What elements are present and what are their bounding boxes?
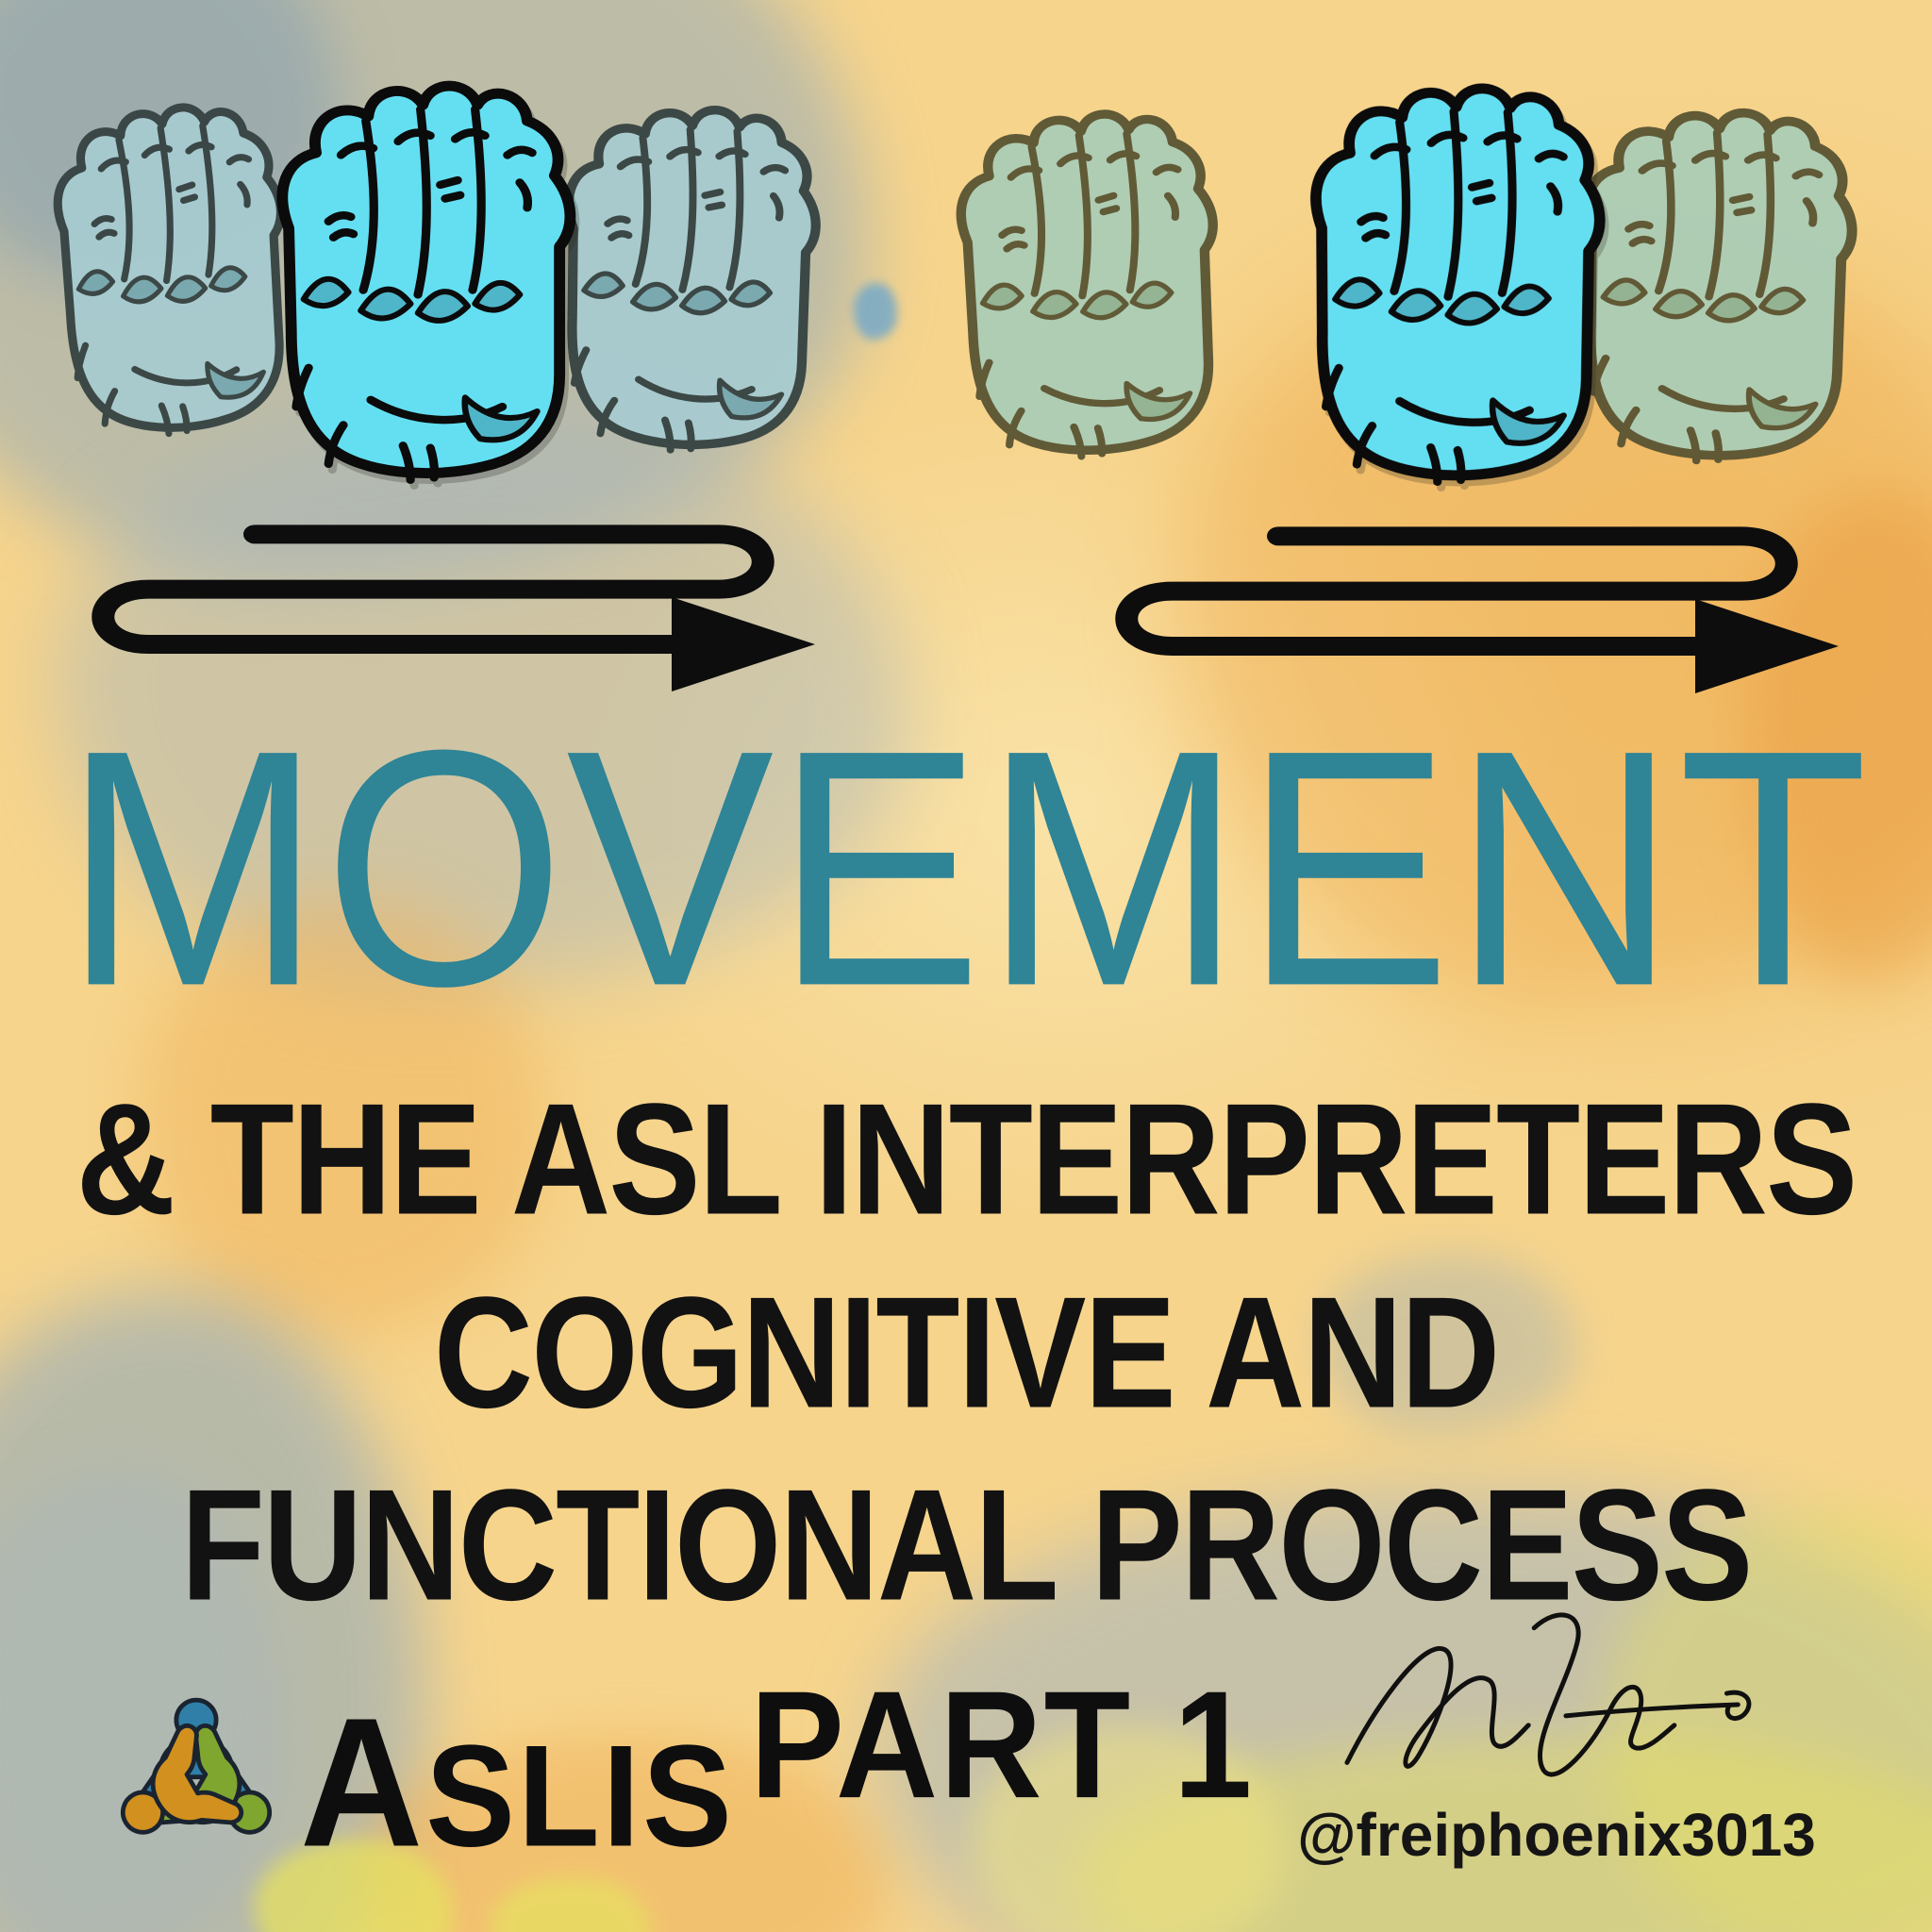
motion-arrow-left-icon bbox=[66, 508, 830, 696]
subtitle-line-2: COGNITIVE AND bbox=[433, 1263, 1501, 1441]
subtitle-line-1: & THE ASL INTERPRETERS bbox=[75, 1070, 1858, 1248]
credit-handle: @freiphoenix3013 bbox=[1297, 1801, 1816, 1869]
fist-icon bbox=[904, 75, 1242, 482]
part-label: PART 1 bbox=[750, 1658, 1255, 1830]
aslis-brand-name: ASLIS bbox=[300, 1680, 735, 1886]
fist-icon-highlight bbox=[1251, 44, 1626, 508]
poster-title: MOVEMENT bbox=[62, 679, 1870, 1056]
aslis-logo-icon bbox=[106, 1685, 287, 1878]
motion-arrow-right-icon bbox=[1090, 509, 1854, 698]
signature-icon bbox=[1344, 1612, 1752, 1777]
